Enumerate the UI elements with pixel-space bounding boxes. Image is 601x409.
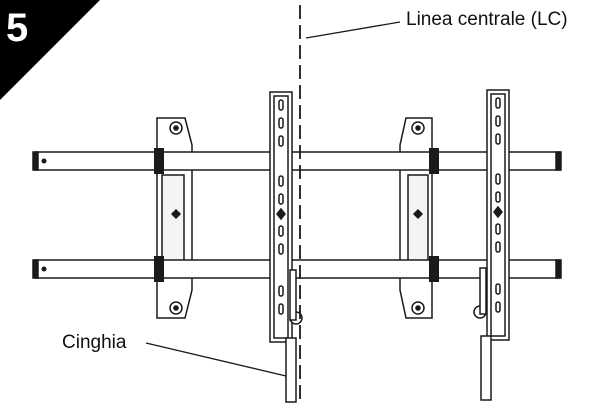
strap-leader bbox=[145, 342, 287, 377]
vertical-arm-right bbox=[473, 89, 510, 401]
center-line-leader bbox=[305, 21, 401, 39]
rail-clamp bbox=[154, 148, 439, 282]
horizontal-rail-bottom bbox=[32, 259, 562, 279]
center-line-label: Linea centrale (LC) bbox=[406, 9, 568, 30]
wall-plate-right bbox=[399, 117, 433, 319]
horizontal-rail-top bbox=[32, 151, 562, 171]
step-number: 5 bbox=[6, 6, 29, 50]
step-badge bbox=[0, 0, 100, 100]
vertical-arm-left bbox=[269, 91, 303, 403]
strap-label: Cinghia bbox=[62, 332, 127, 353]
